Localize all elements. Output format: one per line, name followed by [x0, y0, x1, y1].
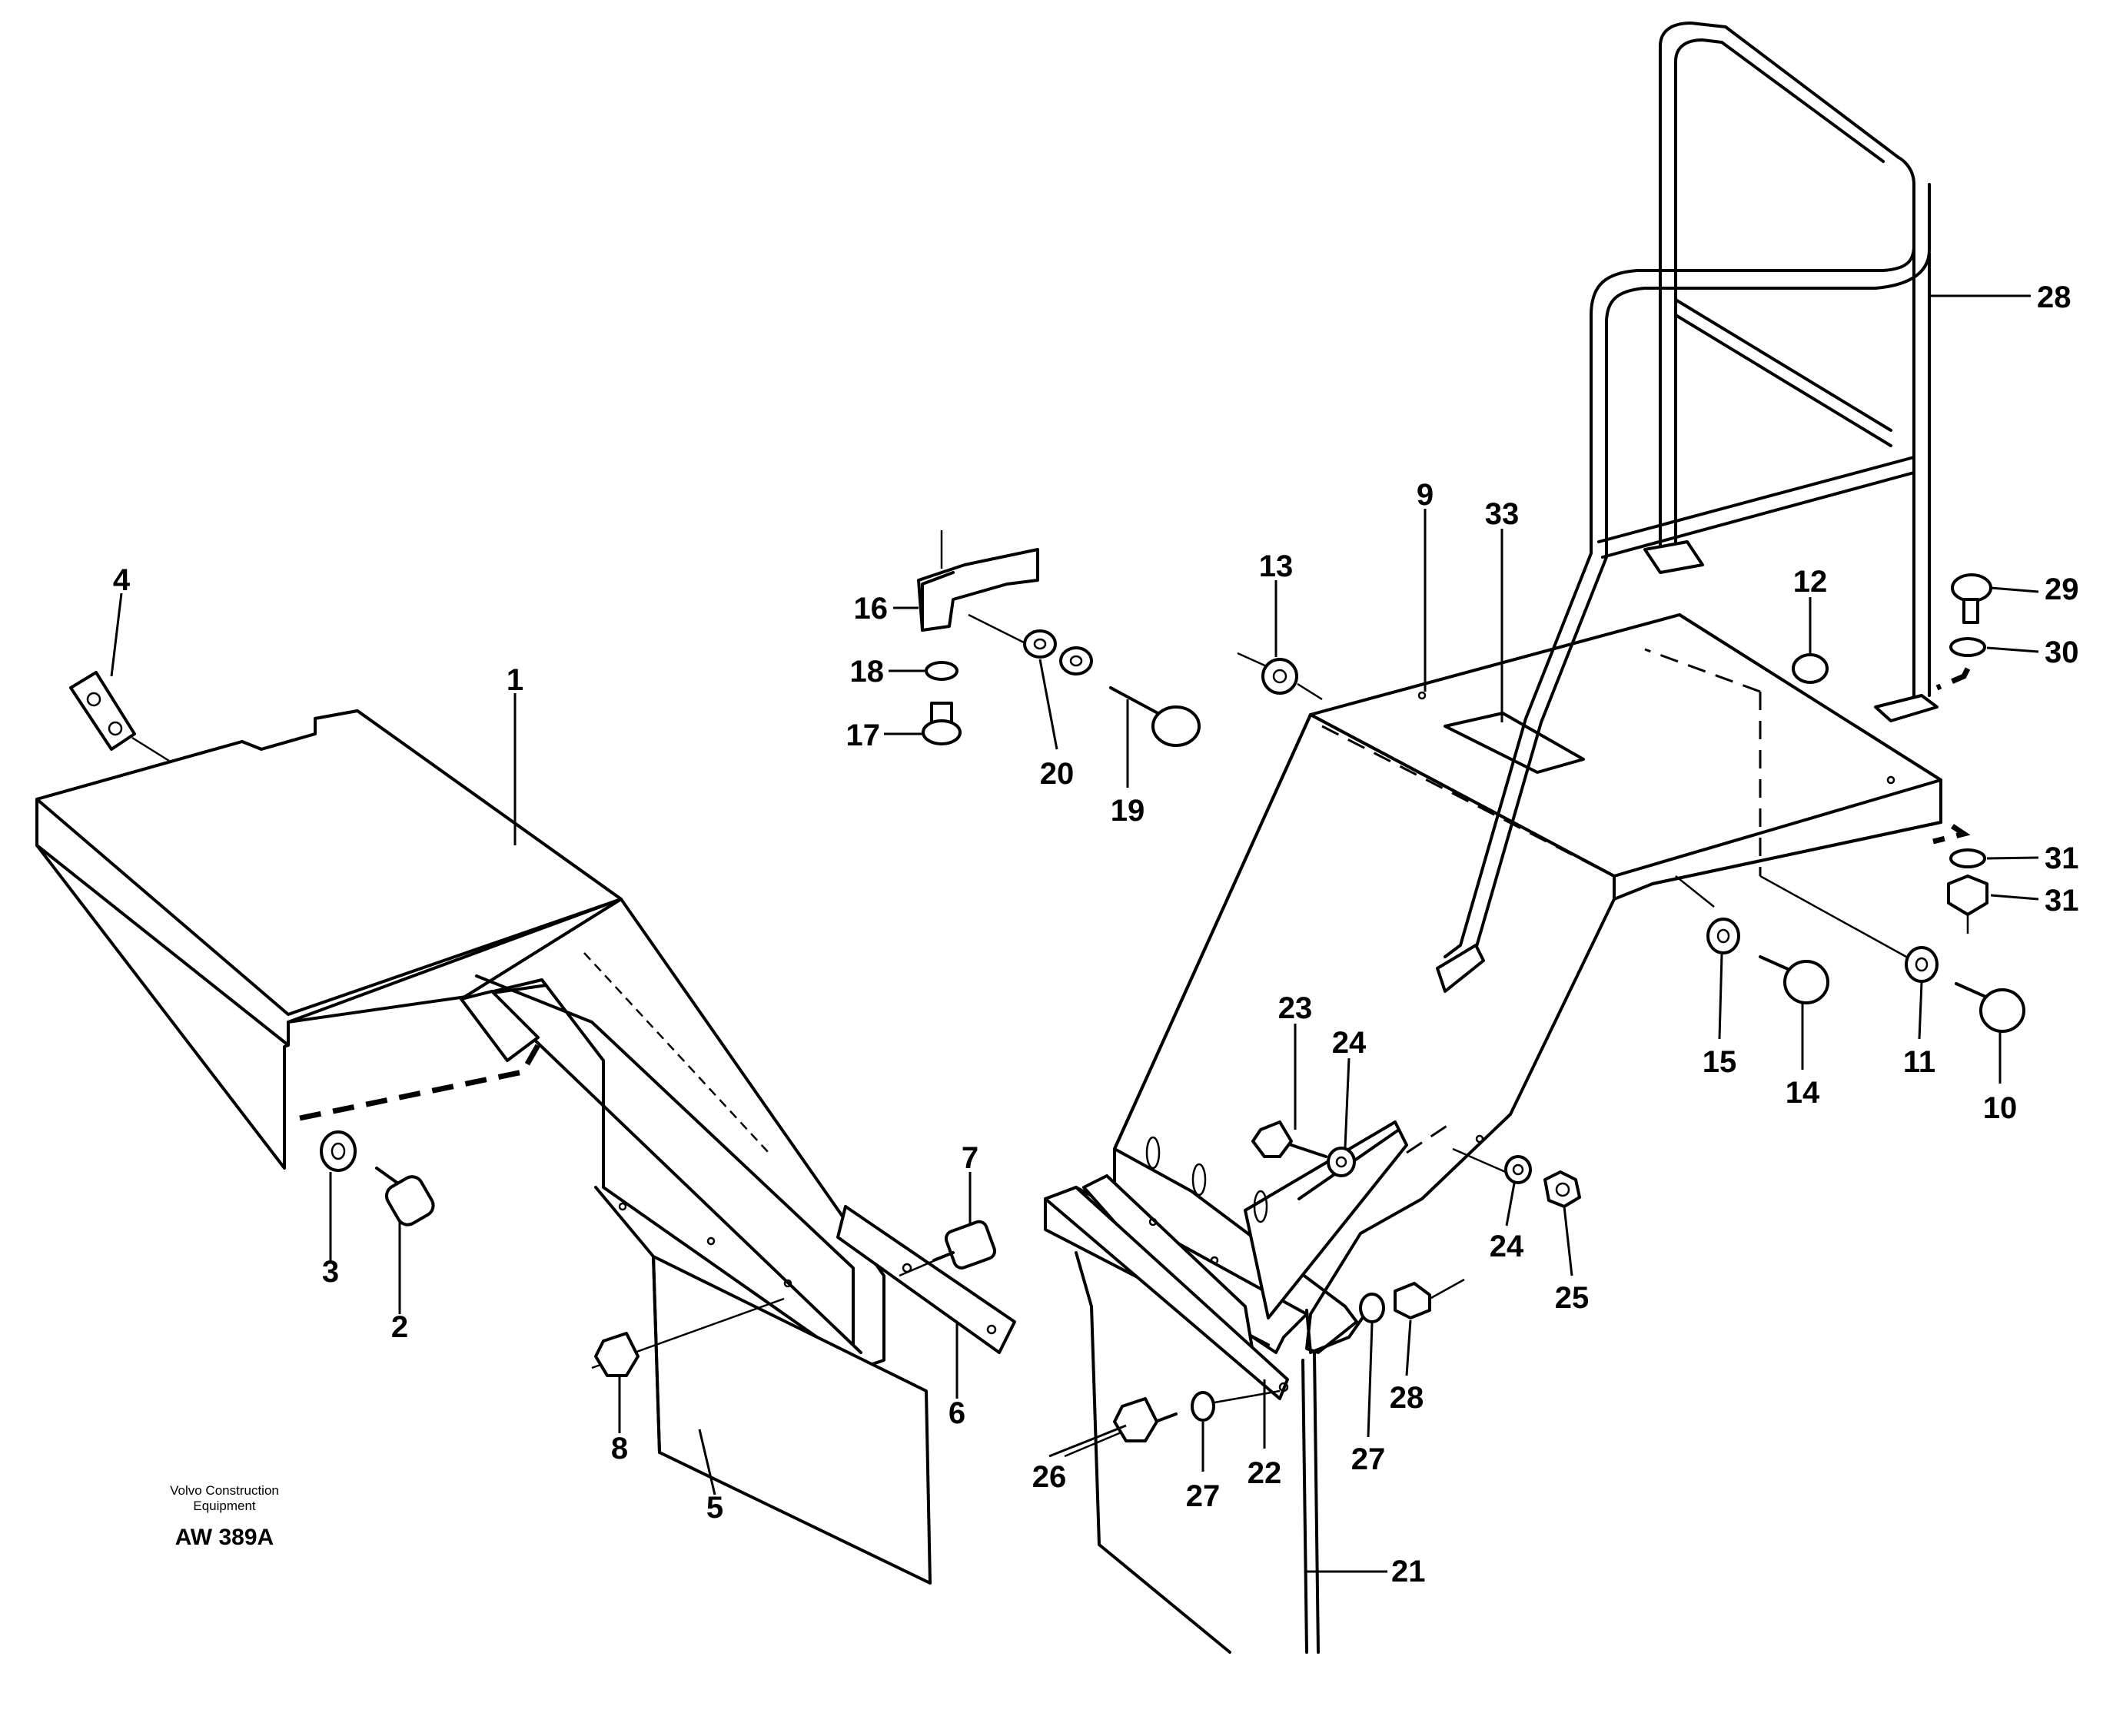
callout-15: 15: [1703, 1045, 1737, 1079]
callout-3: 3: [322, 1255, 339, 1289]
callout-13: 13: [1259, 549, 1294, 583]
part-20-washers: [1023, 629, 1093, 675]
callout-8: 8: [611, 1432, 628, 1465]
part-31-washer-upper: [1949, 637, 1986, 657]
callout-27-right: 27: [1351, 1442, 1386, 1476]
callout-labels: 4 1 3 2 7 6 8 5 16 18 17 20 19 9 33 13 1…: [113, 280, 2079, 1588]
part-1-fender: [35, 709, 885, 1369]
part-25-nut: [1543, 1170, 1581, 1208]
callout-23: 23: [1278, 991, 1313, 1025]
callout-24-upper: 24: [1332, 1026, 1367, 1060]
part-15-washer: [1706, 918, 1740, 954]
callout-14: 14: [1786, 1076, 1820, 1110]
part-4-bracket: [69, 671, 170, 762]
callout-1: 1: [507, 663, 523, 697]
callout-4: 4: [113, 563, 131, 597]
callout-27-left: 27: [1186, 1479, 1221, 1513]
part-27-washer-right: [1359, 1293, 1385, 1323]
callout-24-lower: 24: [1490, 1230, 1524, 1263]
callout-9: 9: [1417, 478, 1434, 512]
part-27-washer-left: [1191, 1389, 1281, 1422]
part-21-mud-flap: [1075, 1251, 1320, 1654]
drawing-code: AW 389A: [175, 1525, 274, 1550]
callout-29: 28: [2037, 280, 2072, 314]
callout-31-lower: 31: [2045, 841, 2079, 875]
part-11-washer: [1905, 946, 1939, 983]
part-26-bolt: [1113, 1397, 1178, 1442]
part-33-plate: [1444, 712, 1585, 774]
callout-22: 22: [1248, 1456, 1282, 1490]
part-2-bolt: [375, 1167, 435, 1226]
part-32-nut: [1947, 875, 1988, 934]
part-23-bolt: [1251, 1120, 1327, 1158]
credit-line-1: Volvo Construction: [170, 1483, 279, 1498]
callout-20: 20: [1040, 757, 1075, 791]
part-31-washer-lower: [1949, 848, 1986, 868]
part-24-washer-lower: [1504, 1155, 1532, 1184]
part-5-mud-flap: [594, 1186, 932, 1585]
part-14-bolt: [1759, 955, 1829, 1004]
part-10-bolt: [1955, 982, 2025, 1033]
callout-10: 10: [1983, 1091, 2018, 1125]
part-29-handrail: [1436, 22, 1939, 993]
part-18-washer: [925, 661, 959, 681]
callout-30: 29: [2045, 573, 2079, 606]
callout-16: 16: [854, 592, 889, 626]
callout-18: 18: [850, 655, 885, 689]
callout-6: 6: [949, 1396, 965, 1430]
part-22-strip: [1044, 1186, 1289, 1400]
slots: [1145, 1136, 1268, 1223]
left-fender-assembly: [35, 671, 1016, 1585]
part-3-washer: [320, 1130, 357, 1172]
callout-5: 5: [706, 1491, 723, 1525]
callout-7: 7: [962, 1141, 978, 1175]
mount-bracket-assembly: [917, 530, 1201, 747]
callout-26: 26: [1032, 1460, 1067, 1494]
part-7-bolt: [899, 1220, 997, 1277]
callout-12: 12: [1793, 565, 1828, 599]
callout-31-upper: 30: [2045, 636, 2079, 669]
part-16-bracket: [917, 548, 1039, 632]
part-12-plug: [1792, 653, 1829, 684]
right-fender-assembly: [1044, 22, 2025, 1654]
callout-25: 25: [1555, 1281, 1590, 1315]
callout-11: 11: [1903, 1045, 1935, 1079]
callout-2: 2: [391, 1310, 408, 1344]
part-30-bolt: [1951, 573, 1992, 624]
callout-19: 19: [1111, 794, 1145, 828]
part-17-screw: [922, 702, 962, 745]
part-6-strip: [836, 1205, 1016, 1354]
part-28-nut: [1394, 1278, 1465, 1319]
part-19-bolt: [1109, 686, 1201, 747]
part-13-washer: [1237, 652, 1323, 701]
callout-32: 31: [2045, 884, 2079, 918]
callout-28: 28: [1390, 1381, 1424, 1415]
part-24-washer-upper: [1327, 1147, 1356, 1177]
callout-21: 21: [1391, 1555, 1426, 1588]
callout-33: 33: [1485, 497, 1520, 531]
credit-block: Volvo Construction Equipment AW 389A: [170, 1483, 279, 1550]
leader-lines: [110, 294, 2039, 1573]
credit-line-2: Equipment: [193, 1499, 256, 1513]
part-8-nut: [591, 1297, 785, 1377]
callout-17: 17: [846, 719, 881, 752]
